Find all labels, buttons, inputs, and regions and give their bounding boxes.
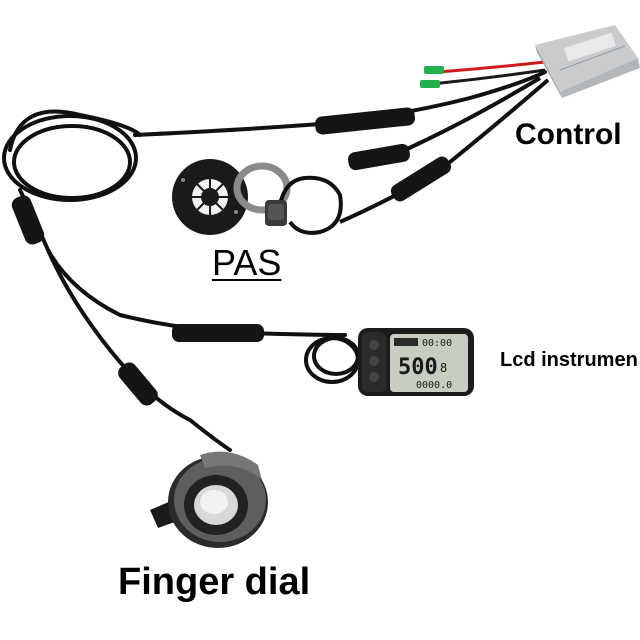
upper-y-connector — [11, 195, 45, 245]
pas-sensor-disc — [172, 159, 248, 235]
throttle-cable-connector — [118, 362, 158, 406]
lcd-instrument-label: Lcd instrumen — [500, 349, 638, 371]
controller-label: Control — [515, 118, 622, 151]
lcd-screen — [390, 334, 468, 392]
green-terminal-top — [424, 66, 444, 74]
lcd-display: 00:00 500 8 0000.0 — [358, 328, 474, 396]
green-wire — [431, 68, 546, 86]
finger-dial-label: Finger dial — [118, 561, 311, 603]
lcd-cable-coil — [304, 336, 360, 384]
pas-sensor-head — [265, 175, 343, 235]
lcd-bottom-readout: 0000.0 — [416, 380, 452, 391]
green-terminal-bottom — [420, 80, 440, 88]
main-harness-connector — [315, 107, 415, 135]
lcd-main-unit: 8 — [440, 361, 447, 375]
lcd-main-readout: 500 — [398, 355, 438, 380]
controller-box — [535, 25, 640, 98]
cable-coil — [2, 109, 142, 202]
controller-branch-connector-a — [348, 143, 410, 171]
pas-label: PAS — [212, 242, 282, 283]
lcd-top-readout: 00:00 — [422, 338, 452, 349]
pas-connector — [390, 156, 452, 202]
lcd-cable-connector — [172, 324, 264, 342]
red-wire — [437, 60, 546, 74]
finger-dial-throttle — [150, 451, 268, 548]
controller-branch-cable-a — [404, 76, 542, 152]
